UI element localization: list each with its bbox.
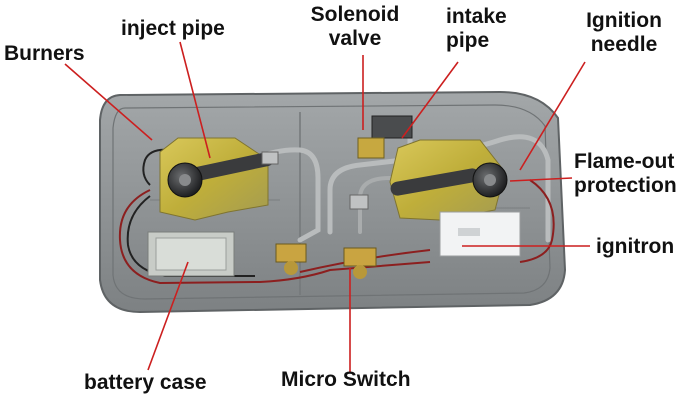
label-solenoid-valve-line-1: Solenoid: [296, 3, 414, 27]
label-burners: Burners: [4, 42, 85, 66]
label-micro-switch: Micro Switch: [281, 368, 411, 392]
label-solenoid-valve-line-2: valve: [296, 27, 414, 51]
label-intake-pipe-line-1: intake: [446, 5, 507, 29]
label-solenoid-valve: Solenoid valve: [296, 3, 414, 51]
label-inject-pipe: inject pipe: [121, 17, 225, 41]
ignitron-box: [440, 212, 520, 256]
label-ignitron: ignitron: [596, 235, 674, 259]
label-flame-out-line-2: protection: [574, 174, 677, 198]
label-ignition-needle-line-1: Ignition: [568, 9, 680, 33]
label-flame-out-line-1: Flame-out: [574, 150, 677, 174]
label-battery-case: battery case: [84, 371, 207, 395]
label-ignition-needle-line-2: needle: [568, 33, 680, 57]
label-ignition-needle: Ignition needle: [568, 9, 680, 57]
label-intake-pipe: intake pipe: [446, 5, 507, 53]
label-intake-pipe-line-2: pipe: [446, 29, 507, 53]
battery-case: [148, 232, 234, 276]
label-flame-out-protection: Flame-out protection: [574, 150, 677, 198]
